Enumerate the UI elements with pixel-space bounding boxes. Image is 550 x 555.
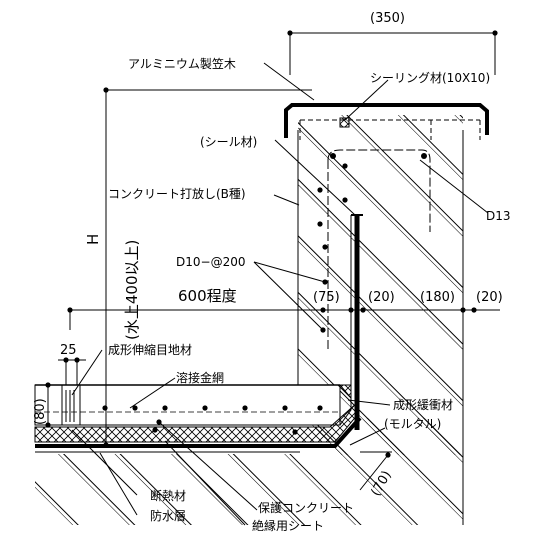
aluminium-coping	[284, 103, 489, 140]
roof-slab	[35, 418, 463, 525]
concrete-label: コンクリート打放し(B種)	[108, 186, 246, 201]
vertical-waterproof	[350, 214, 363, 430]
dim-350: (350)	[370, 11, 405, 26]
protect-label: 保護コンクリート	[258, 500, 354, 515]
seal-label: (シール材)	[200, 135, 257, 149]
dim-600: 600程度	[178, 287, 237, 305]
rebar-label: D10−@200	[176, 255, 245, 269]
buffer-label: 成形緩衝材	[393, 398, 453, 412]
sheet-label: 絶縁用シート	[252, 518, 324, 533]
waterproof-label: 防水層	[150, 508, 186, 523]
dim-20b: (20)	[476, 290, 503, 305]
waterproof-layer	[35, 416, 362, 453]
dim-75: (75)	[313, 290, 340, 305]
insulation-label: 断熱材	[150, 488, 186, 503]
sealant-block	[339, 117, 350, 128]
coping-label: アルミニウム製笠木	[128, 56, 236, 71]
protective-concrete	[34, 384, 341, 426]
mortar-label: (モルタル)	[384, 417, 441, 431]
dim-180: (180)	[420, 290, 455, 305]
height-label: H	[84, 234, 102, 245]
d13-label: D13	[486, 209, 511, 223]
dim-20a: (20)	[368, 290, 395, 305]
sealing-label: シーリング材(10X10)	[370, 71, 490, 85]
dim-25: 25	[60, 343, 77, 358]
dim-80: (80)	[33, 398, 48, 425]
leader-lines	[71, 62, 489, 526]
mesh-label: 溶接金網	[176, 370, 224, 385]
height-note-label: (水上400以上)	[123, 240, 141, 340]
insulation-layer	[34, 400, 359, 443]
dimension-lines	[45, 30, 500, 491]
joint-label: 成形伸縮目地材	[108, 342, 192, 357]
